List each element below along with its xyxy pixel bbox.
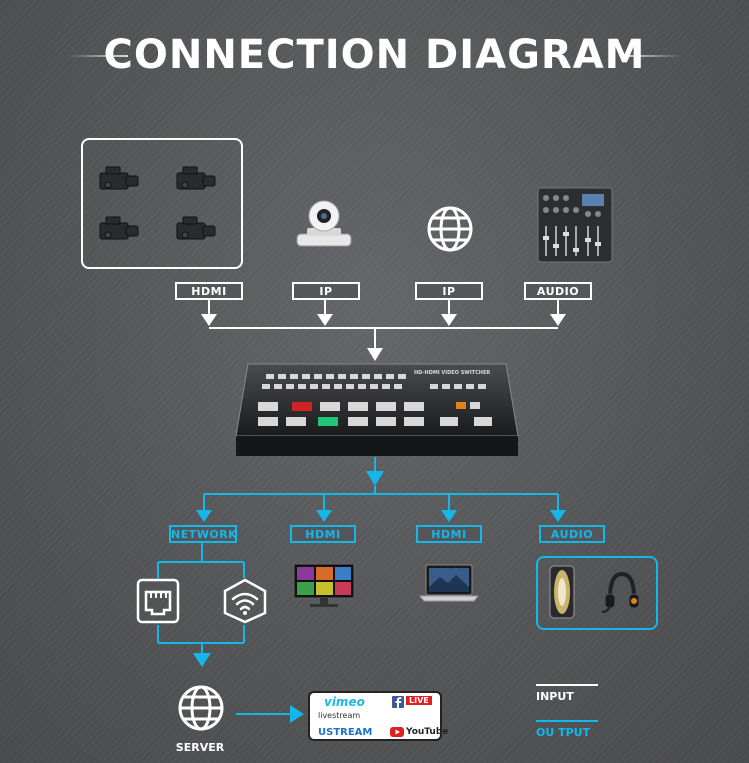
output-connectors [157,457,559,715]
input-arrows [201,314,566,361]
title-divider-left [68,55,128,57]
server-globe-icon [178,685,224,731]
livestream-logo: livestream [318,711,361,720]
page-title: CONNECTION DIAGRAM [103,32,646,78]
legend-input-label: INPUT [536,690,574,703]
output-label-network: NETWORK [169,525,237,543]
input-connectors [208,299,559,352]
facebook-live-logo: LIVE [406,696,432,705]
audio-output-frame [536,556,658,630]
youtube-logo: YouTube [406,727,449,737]
legend-input-line [536,684,598,686]
headset-icon [602,571,640,613]
server-label: SERVER [175,741,225,754]
switcher-name: HD-HDMI VIDEO SWITCHER [414,370,491,376]
camcorder-icon [99,166,216,240]
legend-output-line [536,720,598,722]
ustream-logo: USTREAM [318,727,373,738]
streaming-platforms-box: vimeo livestream USTREAM LIVE YouTube [308,691,448,741]
camcorder-group-frame [81,138,243,269]
youtube-icon [390,727,404,737]
globe-icon [427,206,473,252]
input-label-audio: AUDIO [524,282,592,300]
video-switcher-device [235,363,519,456]
input-label-hdmi: HDMI [175,282,243,300]
title-divider-right [622,55,682,57]
output-arrows [193,471,566,723]
input-label-ip-globe: IP [415,282,483,300]
facebook-icon [392,696,404,708]
audio-mixer-icon [537,187,613,263]
ethernet-port-icon [136,578,180,624]
ptz-camera-icon [296,200,352,247]
speaker-icon [549,565,575,619]
legend-output-label: OU TPUT [536,726,591,739]
vimeo-logo: vimeo [324,695,365,709]
output-label-audio: AUDIO [539,525,605,543]
output-label-hdmi-monitor: HDMI [290,525,356,543]
output-label-hdmi-laptop: HDMI [416,525,482,543]
laptop-icon [418,564,480,602]
wifi-icon [223,578,267,624]
monitor-icon [293,563,355,607]
input-label-ip-camera: IP [292,282,360,300]
